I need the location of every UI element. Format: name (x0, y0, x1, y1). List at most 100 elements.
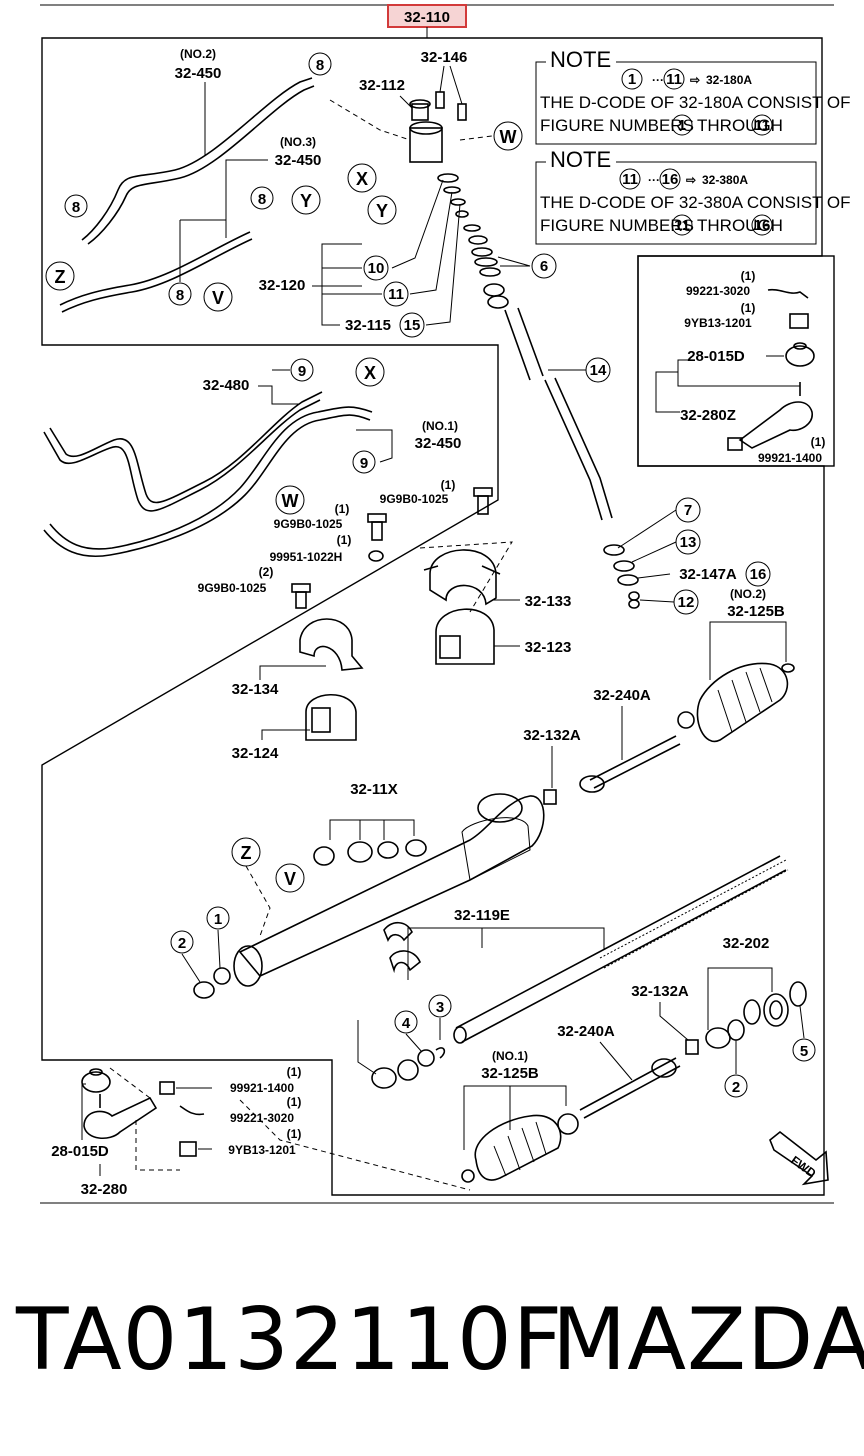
letter-y-mid[interactable]: Y (291, 185, 321, 215)
letter-x-top[interactable]: X (347, 163, 377, 193)
callout-8-left[interactable]: 8 (64, 194, 88, 218)
cotter-pin-bottom[interactable] (179, 1105, 205, 1116)
label-32-125b-no2[interactable]: 32-125B (727, 603, 785, 620)
callout-15[interactable]: 15 (399, 312, 425, 338)
castle-nut-top[interactable] (789, 313, 809, 329)
bushing-32-123[interactable] (435, 608, 495, 665)
nut-99951[interactable] (368, 550, 384, 562)
bracket-32-134[interactable] (299, 618, 364, 671)
label-99951-1022h[interactable]: 99951-1022H (270, 550, 343, 564)
rack-bar[interactable] (453, 855, 789, 1044)
label-99921-1400-bottom[interactable]: 99921-1400 (230, 1081, 294, 1095)
tie-rod-end-bottom[interactable] (83, 1094, 158, 1139)
label-32-146[interactable]: 32-146 (421, 49, 468, 66)
label-32-120[interactable]: 32-120 (259, 277, 306, 294)
callout-8-top[interactable]: 8 (308, 52, 332, 76)
label-32-450-no1[interactable]: 32-450 (415, 435, 462, 452)
callout-12[interactable]: 12 (673, 589, 699, 615)
label-32-133[interactable]: 32-133 (525, 593, 572, 610)
callout-1-left[interactable]: 1 (206, 906, 230, 930)
callout-11[interactable]: 11 (383, 281, 409, 307)
letter-y-top[interactable]: Y (367, 195, 397, 225)
callout-2-right[interactable]: 2 (724, 1074, 748, 1098)
label-32-112[interactable]: 32-112 (359, 77, 405, 94)
callout-9-mid[interactable]: 9 (352, 450, 376, 474)
letter-v-top[interactable]: V (203, 282, 233, 312)
pinion-shaft[interactable] (504, 307, 613, 521)
callout-5[interactable]: 5 (792, 1038, 816, 1062)
end-seals-32-202[interactable] (705, 981, 807, 1049)
control-valve[interactable] (409, 91, 467, 163)
callout-14[interactable]: 14 (585, 357, 611, 383)
label-32-134[interactable]: 32-134 (232, 681, 279, 698)
callout-13[interactable]: 13 (675, 529, 701, 555)
label-32-132a-bottom[interactable]: 32-132A (631, 983, 689, 1000)
label-32-450-no2[interactable]: 32-450 (175, 65, 222, 82)
bolt-9g9b0-b[interactable] (367, 513, 387, 541)
label-32-11x[interactable]: 32-11X (350, 781, 398, 798)
pressure-hose-no2[interactable] (81, 77, 315, 245)
label-9g9b0-1025-b[interactable]: 9G9B0-1025 (274, 517, 343, 531)
tie-rod-end-top[interactable] (738, 382, 813, 449)
letter-x-mid[interactable]: X (355, 357, 385, 387)
lock-washer-bottom[interactable] (685, 1039, 699, 1055)
label-32-115[interactable]: 32-115 (345, 317, 391, 334)
label-32-480[interactable]: 32-480 (203, 377, 250, 394)
dust-boot-28-015d-top[interactable] (785, 342, 815, 367)
label-32-124[interactable]: 32-124 (232, 745, 279, 762)
label-28-015d-top[interactable]: 28-015D (687, 348, 745, 365)
label-9yb13-1201-top[interactable]: 9YB13-1201 (684, 316, 752, 330)
bushing-32-124[interactable] (305, 693, 357, 741)
letter-v-bottom[interactable]: V (275, 863, 305, 893)
callout-16[interactable]: 16 (745, 561, 771, 587)
letter-w-mid[interactable]: W (275, 485, 305, 515)
label-32-202[interactable]: 32-202 (723, 935, 770, 952)
seal-left[interactable] (193, 967, 231, 999)
callout-8-low[interactable]: 8 (168, 282, 192, 306)
letter-z-top[interactable]: Z (45, 261, 75, 291)
cotter-pin-top[interactable] (767, 288, 809, 299)
boot-32-125b-no1[interactable] (461, 1113, 579, 1183)
label-99921-1400-top[interactable]: 99921-1400 (758, 451, 822, 465)
dust-boot-28-015d-bottom[interactable] (81, 1068, 111, 1093)
label-32-280z[interactable]: 32-280Z (680, 407, 736, 424)
callout-8-mid[interactable]: 8 (250, 186, 274, 210)
pipe-32-480[interactable] (43, 391, 373, 557)
label-99221-3020-top[interactable]: 99221-3020 (686, 284, 750, 298)
boot-32-125b-no2[interactable] (677, 662, 795, 743)
nut-99921-top[interactable] (727, 437, 743, 451)
callout-3[interactable]: 3 (428, 994, 452, 1018)
label-32-119e[interactable]: 32-119E (454, 907, 510, 924)
lock-washer-top[interactable] (543, 789, 557, 805)
callout-4[interactable]: 4 (394, 1010, 418, 1034)
label-32-240a-bottom[interactable]: 32-240A (557, 1023, 615, 1040)
letter-w-top[interactable]: W (493, 121, 523, 151)
label-9g9b0-1025-a[interactable]: 9G9B0-1025 (380, 492, 449, 506)
label-28-015d-bottom[interactable]: 28-015D (51, 1143, 109, 1160)
label-32-147a[interactable]: 32-147A (679, 566, 737, 583)
bracket-32-133[interactable] (423, 549, 501, 606)
housing-fittings[interactable] (313, 839, 427, 866)
label-32-450-no3[interactable]: 32-450 (275, 152, 322, 169)
label-32-123[interactable]: 32-123 (525, 639, 572, 656)
return-hose-no3[interactable] (59, 231, 253, 313)
callout-2-left[interactable]: 2 (170, 930, 194, 954)
bolt-9g9b0-c[interactable] (291, 583, 311, 609)
pinion-rings[interactable] (463, 224, 509, 309)
label-32-280[interactable]: 32-280 (81, 1181, 128, 1198)
castle-nut-bottom[interactable] (179, 1141, 197, 1157)
seal-mid[interactable] (371, 1047, 446, 1089)
callout-10[interactable]: 10 (363, 255, 389, 281)
callout-7[interactable]: 7 (675, 497, 701, 523)
callout-9-top[interactable]: 9 (290, 358, 314, 382)
inner-tie-rod-top[interactable] (579, 735, 681, 793)
letter-z-bottom[interactable]: Z (231, 837, 261, 867)
label-9g9b0-1025-c[interactable]: 9G9B0-1025 (198, 581, 267, 595)
lower-seals[interactable] (603, 544, 640, 609)
label-9yb13-1201-bottom[interactable]: 9YB13-1201 (228, 1143, 296, 1157)
callout-6[interactable]: 6 (531, 253, 557, 279)
label-99221-3020-bottom[interactable]: 99221-3020 (230, 1111, 294, 1125)
bolt-9g9b0-a[interactable] (473, 487, 493, 515)
label-32-240a-top[interactable]: 32-240A (593, 687, 651, 704)
nut-99921-bottom[interactable] (159, 1081, 175, 1095)
